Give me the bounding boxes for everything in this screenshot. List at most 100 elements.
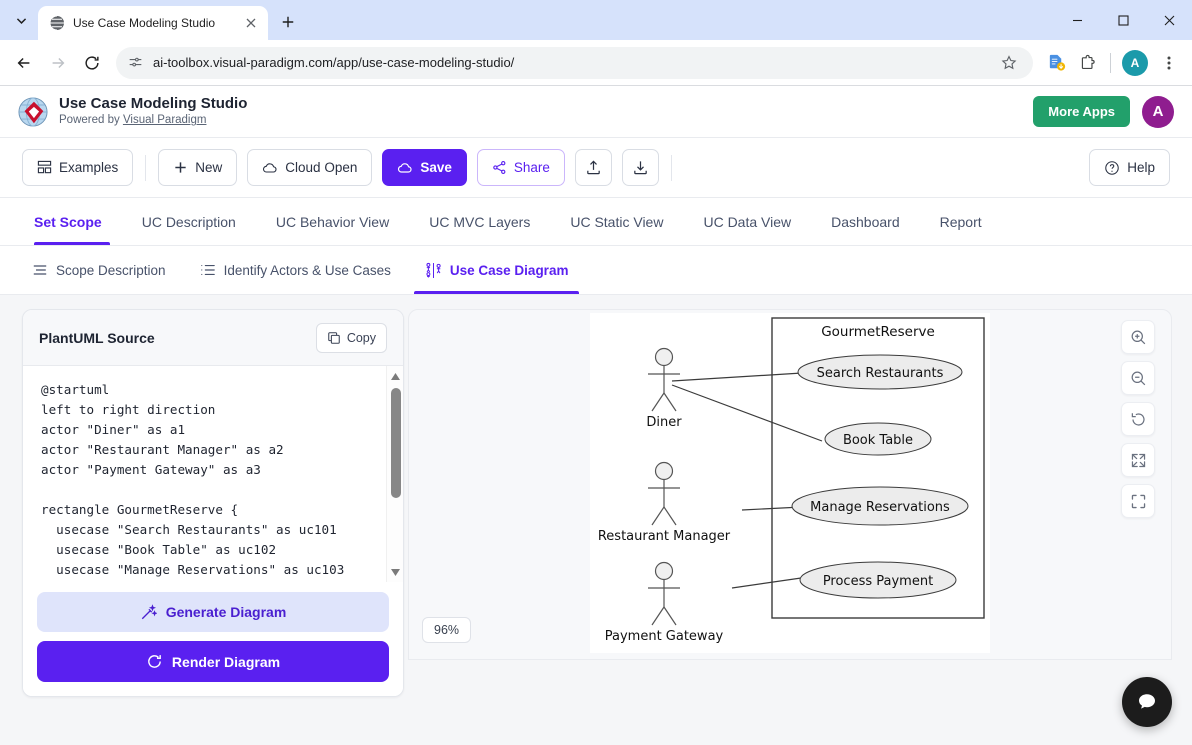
tab-uc-behavior-view[interactable]: UC Behavior View — [275, 213, 390, 230]
url-text: ai-toolbox.visual-paradigm.com/app/use-c… — [153, 55, 515, 70]
app-header: Use Case Modeling Studio Powered by Visu… — [0, 86, 1192, 138]
tab-uc-description[interactable]: UC Description — [141, 213, 236, 230]
share-label: Share — [513, 160, 550, 175]
powered-by: Powered by Visual Paradigm — [59, 113, 247, 128]
fit-screen-icon[interactable] — [1121, 443, 1155, 477]
upload-button[interactable] — [574, 149, 612, 186]
grid-icon — [37, 160, 52, 174]
help-circle-icon — [1105, 160, 1119, 175]
zoom-level-badge[interactable]: 96% — [422, 617, 472, 643]
copy-icon — [328, 331, 340, 344]
diagram-canvas[interactable]: GourmetReserve — [408, 309, 1172, 660]
back-icon[interactable] — [8, 47, 40, 79]
scrollbar-thumb[interactable] — [390, 388, 401, 498]
more-apps-button[interactable]: More Apps — [1033, 96, 1130, 127]
system-boundary-rect — [771, 317, 985, 619]
subtab-identify-actors[interactable]: Identify Actors & Use Cases — [183, 246, 408, 294]
minimize-icon[interactable] — [1054, 0, 1100, 40]
source-body: @startuml left to right direction actor … — [23, 366, 403, 582]
reload-icon[interactable] — [76, 47, 108, 79]
chat-bubble-icon — [1139, 694, 1155, 709]
zoom-in-icon[interactable] — [1121, 320, 1155, 354]
usecase-process-payment-label: Process Payment — [823, 574, 933, 589]
browser-tab[interactable]: Use Case Modeling Studio — [38, 6, 268, 40]
tab-set-scope[interactable]: Set Scope — [22, 198, 122, 245]
save-label: Save — [420, 160, 452, 175]
generate-diagram-button[interactable]: Generate Diagram — [37, 592, 389, 632]
scroll-up-icon[interactable] — [387, 368, 403, 384]
fullscreen-icon[interactable] — [1121, 484, 1155, 518]
copy-label: Copy — [346, 330, 376, 345]
tab-uc-static-view[interactable]: UC Static View — [570, 213, 664, 230]
main-tabs: Set Scope UC Description UC Behavior Vie… — [0, 198, 1192, 246]
source-title: PlantUML Source — [39, 329, 155, 346]
address-bar[interactable]: ai-toolbox.visual-paradigm.com/app/use-c… — [116, 46, 1033, 79]
tab-uc-data-view[interactable]: UC Data View — [703, 213, 792, 230]
new-button[interactable]: New — [158, 149, 238, 186]
assoc-diner-search — [671, 372, 803, 382]
copy-button[interactable]: Copy — [315, 322, 387, 353]
source-header: PlantUML Source Copy — [23, 310, 403, 366]
close-window-icon[interactable] — [1146, 0, 1192, 40]
globe-icon — [49, 15, 64, 31]
toolbar-divider — [1110, 52, 1111, 73]
action-bar: Examples New Cloud Open Save Share — [0, 138, 1192, 198]
usecase-book-table-label: Book Table — [843, 433, 913, 448]
zoom-out-icon[interactable] — [1121, 361, 1155, 395]
actor-payment-gateway: Payment Gateway — [605, 561, 724, 644]
subtab-scope-description[interactable]: Scope Description — [22, 246, 183, 294]
close-icon[interactable] — [241, 14, 260, 33]
assoc-diner-book — [671, 384, 823, 442]
subtab-use-case-diagram-label: Use Case Diagram — [449, 262, 569, 278]
site-settings-icon — [129, 57, 142, 67]
visual-paradigm-link[interactable]: Visual Paradigm — [122, 114, 207, 127]
scroll-down-icon[interactable] — [387, 564, 403, 580]
help-button[interactable]: Help — [1089, 149, 1170, 186]
render-diagram-label: Render Diagram — [171, 653, 281, 670]
association-lines — [671, 372, 823, 589]
read-later-extension-icon[interactable] — [1041, 47, 1071, 79]
actor-restaurant-manager-label: Restaurant Manager — [598, 529, 731, 544]
diagram-image-area: GourmetReserve — [590, 313, 990, 653]
bookmark-star-icon[interactable] — [995, 49, 1023, 77]
plantuml-code-textarea[interactable]: @startuml left to right direction actor … — [41, 382, 345, 577]
tab-uc-mvc-layers[interactable]: UC MVC Layers — [429, 213, 531, 230]
download-button[interactable] — [621, 149, 659, 186]
refresh-icon — [148, 655, 161, 668]
actor-diner-label: Diner — [646, 415, 682, 430]
chat-widget-button[interactable] — [1122, 677, 1172, 727]
tab-search-chevron-icon[interactable] — [6, 5, 36, 35]
cloud-open-label: Cloud Open — [285, 160, 358, 175]
usecase-search-restaurants-label: Search Restaurants — [817, 366, 944, 381]
generate-diagram-label: Generate Diagram — [165, 604, 287, 620]
browser-menu-icon[interactable] — [1154, 47, 1184, 79]
action-divider-2 — [670, 154, 672, 181]
share-button[interactable]: Share — [476, 149, 565, 186]
subtab-use-case-diagram[interactable]: Use Case Diagram — [408, 246, 586, 294]
source-scrollbar[interactable] — [386, 366, 403, 582]
reset-rotate-icon[interactable] — [1121, 402, 1155, 436]
maximize-icon[interactable] — [1100, 0, 1146, 40]
usecase-manage-reservations: Manage Reservations — [791, 486, 969, 526]
list-lines-icon — [33, 265, 47, 275]
examples-button[interactable]: Examples — [22, 149, 134, 186]
new-label: New — [195, 160, 223, 175]
browser-profile-avatar[interactable]: A — [1122, 49, 1148, 76]
download-icon — [634, 161, 647, 175]
cloud-open-button[interactable]: Cloud Open — [247, 149, 373, 186]
visual-paradigm-logo-icon — [18, 96, 48, 127]
render-diagram-button[interactable]: Render Diagram — [37, 641, 389, 682]
tab-report[interactable]: Report — [939, 213, 982, 230]
tab-dashboard[interactable]: Dashboard — [831, 213, 900, 230]
browser-toolbar: ai-toolbox.visual-paradigm.com/app/use-c… — [0, 40, 1192, 86]
forward-icon[interactable] — [42, 47, 74, 79]
extensions-puzzle-icon[interactable] — [1073, 47, 1103, 79]
page-content: Use Case Modeling Studio Powered by Visu… — [0, 86, 1192, 745]
use-case-diagram-svg: GourmetReserve — [598, 317, 985, 644]
new-tab-button[interactable] — [274, 8, 302, 36]
cloud-save-icon — [398, 162, 412, 173]
user-avatar[interactable]: A — [1142, 95, 1174, 128]
share-icon — [493, 161, 506, 174]
save-button[interactable]: Save — [382, 149, 467, 186]
